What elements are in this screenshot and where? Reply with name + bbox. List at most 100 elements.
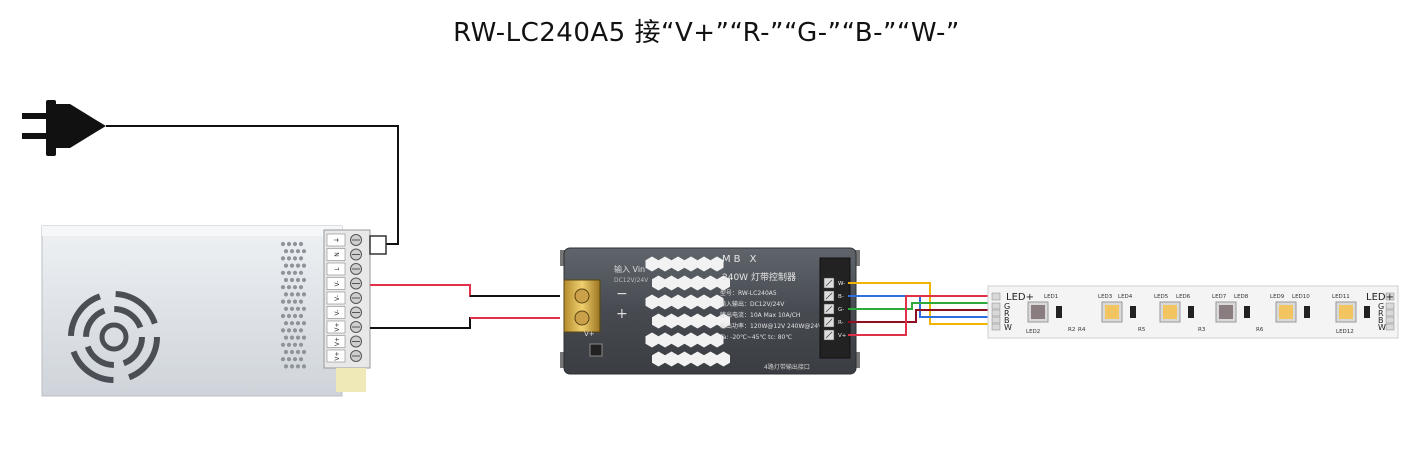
controller-brand: MB X [722, 254, 760, 265]
controller-vplus-label: V+ [584, 330, 595, 338]
vent-hole [286, 328, 292, 333]
strip-pad-left [991, 309, 1001, 317]
vent-hole [289, 263, 295, 268]
psu-terminal-label: V- [334, 310, 341, 316]
vent-hole [289, 335, 295, 340]
vent-hole [292, 357, 298, 362]
vent-hole [286, 256, 292, 261]
strip-pad-right [1385, 316, 1395, 324]
vent-hole [295, 335, 301, 340]
wire-psu-black [370, 317, 560, 329]
vent-hex [691, 351, 704, 367]
vent-hole [295, 292, 301, 297]
strip-pad-right [1385, 302, 1395, 310]
strip-pad-label: G [1004, 302, 1010, 311]
vent-hex [710, 332, 724, 348]
resistor [1304, 306, 1310, 318]
psu-terminal-label: V- [334, 281, 341, 287]
psu-terminal-label-bg [326, 306, 346, 319]
resistor [1130, 306, 1136, 318]
vent-hole [286, 241, 292, 247]
wire-b [848, 295, 990, 318]
led-label: LED1 [1044, 294, 1058, 300]
vent-hole [289, 321, 295, 326]
controller-terminal-slot [825, 318, 833, 326]
vent-hole [298, 270, 304, 275]
controller-button[interactable] [589, 343, 603, 357]
vent-hole [280, 270, 286, 275]
vent-hole [289, 364, 295, 369]
vent-hex [645, 294, 659, 310]
led-bottom-label: LED12 [1336, 329, 1354, 335]
led-die [1105, 305, 1119, 319]
vent-hole [283, 277, 289, 283]
led-die [1339, 305, 1353, 319]
vent-hex [697, 332, 711, 348]
vent-hole [295, 249, 301, 254]
controller-minus: − [616, 286, 628, 302]
resistor [1056, 306, 1062, 318]
strip-pad-top-label: LED+ [1006, 292, 1034, 303]
vent-hole [280, 342, 286, 347]
led-label: LED8 [1234, 294, 1249, 300]
controller-terminal-slot [825, 305, 833, 313]
resistor [1244, 306, 1250, 318]
controller-bottom-label: 4路灯带输出接口 [764, 363, 810, 371]
vent-hex [652, 351, 665, 367]
plug-face [46, 100, 56, 156]
vent-hole [292, 299, 298, 304]
vent-hex [684, 332, 698, 348]
psu-terminal-label-bg [326, 349, 346, 363]
psu-terminal-label-bg [326, 320, 346, 334]
strip-pad-top-label-right: LED+ [1366, 292, 1394, 303]
vent-hole [280, 299, 286, 304]
controller-spec-line: 输入输出：DC12V/24V [720, 300, 785, 308]
vent-hole [283, 306, 289, 311]
vent-hole [286, 285, 292, 290]
psu-top-edge [42, 226, 342, 236]
controller-input-label: 输入 Vin [614, 264, 645, 274]
vent-hole [292, 285, 298, 290]
vent-hole [280, 285, 286, 290]
vent-hole [286, 357, 292, 362]
psu-ground-bracket [369, 235, 387, 255]
vent-hole [283, 321, 289, 326]
controller-terminal-label: R- [838, 320, 844, 326]
controller-terminal-slot [825, 331, 833, 339]
vent-hex [710, 256, 724, 272]
vent-hole [301, 335, 307, 340]
psu-terminal-label: ⏚ [334, 237, 341, 243]
vent-hole [280, 256, 286, 261]
controller-terminal-label: G- [838, 307, 844, 313]
vent-hex [710, 294, 724, 310]
controller-terminal-label: V+ [838, 333, 847, 339]
vent-hex [665, 275, 678, 291]
vent-hex [665, 313, 678, 329]
vent-hole [283, 249, 289, 254]
vent-hex [717, 313, 730, 329]
resistor-label: R4 [1078, 327, 1086, 333]
vent-hex [697, 294, 711, 310]
vent-hex [691, 313, 704, 329]
led-die [1279, 305, 1293, 319]
led-label: LED5 [1154, 294, 1169, 300]
vent-hole [298, 357, 304, 362]
psu-terminal-label: L [334, 267, 341, 271]
vent-hole [292, 313, 298, 319]
strip-pad-right [1385, 292, 1395, 301]
power-supply: ⏚NLV-V-V-V+V+V+ [41, 225, 387, 397]
vent-hex [652, 275, 665, 291]
vent-hex [704, 275, 717, 291]
strip-pad-label: W [1378, 323, 1386, 332]
vent-hole [301, 364, 307, 369]
vent-hole [289, 249, 295, 254]
vent-hex [678, 351, 691, 367]
controller-spec-line: 输出功率：120W@12V 240W@24V [720, 322, 823, 330]
led-label: LED10 [1292, 294, 1310, 300]
plug-body [56, 104, 106, 148]
resistor [1364, 306, 1370, 318]
psu-terminal-label-bg [326, 277, 346, 290]
controller-terminal-slot [825, 292, 833, 300]
diagram-title: RW-LC240A5 接“V+”“R-”“G-”“B-”“W-” [453, 18, 960, 48]
